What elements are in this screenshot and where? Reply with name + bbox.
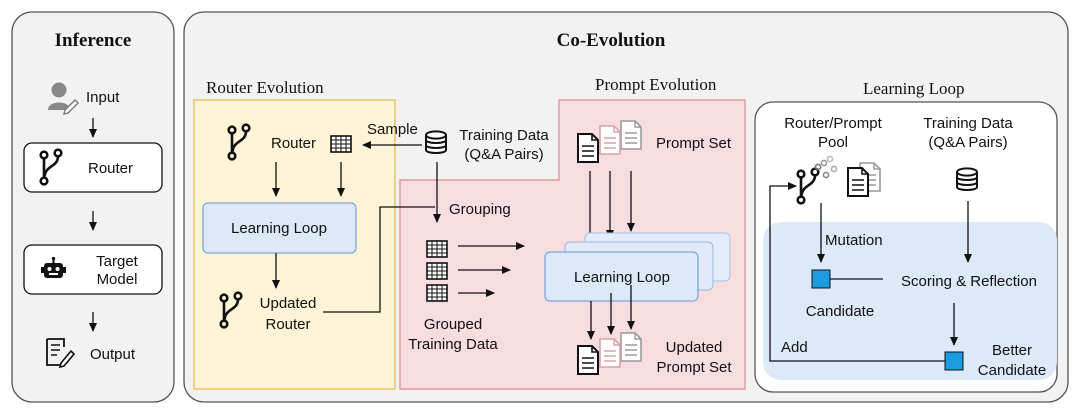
- add-label: Add: [781, 339, 808, 356]
- inference-router-label: Router: [88, 160, 133, 177]
- training-data-line-2: (Q&A Pairs): [464, 146, 543, 163]
- ll-db-icon: [956, 167, 978, 191]
- updated-router-line-2: Router: [265, 316, 310, 333]
- target-model-line-1: Target: [96, 253, 139, 270]
- router-evo-router-label: Router: [271, 135, 316, 152]
- updated-prompt-line-1: Updated: [666, 339, 723, 356]
- prompt-doc-icon: [577, 133, 599, 163]
- updated-prompt-doc-icon-mid: [599, 338, 621, 368]
- better-candidate-square: [944, 351, 964, 371]
- router-learning-loop-box[interactable]: [202, 202, 357, 254]
- mutation-label: Mutation: [825, 232, 883, 249]
- learning-loop-inner: [763, 222, 1057, 380]
- learning-loop-title: Learning Loop: [863, 79, 965, 98]
- updated-router-to-grouping-line: [323, 206, 435, 313]
- grouping-label: Grouping: [449, 201, 511, 218]
- training-data-label: Training Data (Q&A Pairs): [459, 127, 549, 163]
- updated-router-line-1: Updated: [260, 295, 317, 312]
- inference-output-label: Output: [90, 346, 136, 363]
- better-line-1: Better: [992, 342, 1032, 359]
- candidate-label: Candidate: [806, 303, 874, 320]
- user-edit-icon: [48, 82, 79, 115]
- add-feedback-arrow: [769, 182, 945, 362]
- updated-prompt-line-2: Prompt Set: [656, 359, 732, 376]
- training-data-line-1: Training Data: [459, 127, 549, 144]
- better-line-2: Candidate: [978, 362, 1046, 379]
- prompt-doc-icon-back: [620, 120, 642, 150]
- updated-prompt-doc-icon-back: [620, 332, 642, 362]
- ll-training-line-2: (Q&A Pairs): [928, 134, 1007, 151]
- scoring-label: Scoring & Reflection: [901, 273, 1037, 290]
- router-evolution-title: Router Evolution: [206, 78, 324, 97]
- inference-panel: [11, 11, 175, 403]
- pool-branch-icon: [796, 155, 838, 205]
- ll-training-line-1: Training Data: [923, 115, 1013, 132]
- pool-line-1: Router/Prompt: [784, 115, 882, 132]
- prompt-learning-loop-box[interactable]: [544, 251, 699, 302]
- grouped-table-icon-3: [426, 284, 448, 302]
- grouped-table-icon-1: [426, 240, 448, 258]
- target-model-line-2: Model: [97, 271, 138, 288]
- grouped-line-2: Training Data: [408, 336, 498, 353]
- ll-training-data-label: Training Data (Q&A Pairs): [923, 115, 1013, 151]
- router-learning-loop-label: Learning Loop: [231, 220, 327, 237]
- output-edit-icon: [46, 338, 76, 369]
- grouped-table-icon-2: [426, 262, 448, 280]
- prompt-evolution-title: Prompt Evolution: [595, 75, 717, 94]
- inference-input-label: Input: [86, 89, 120, 106]
- inference-title: Inference: [55, 30, 132, 51]
- inference-target-model-box[interactable]: [23, 244, 163, 295]
- training-data-db-icon: [425, 130, 447, 154]
- candidate-square: [811, 269, 831, 289]
- robot-icon: [41, 256, 66, 278]
- prompt-learning-loop-label: Learning Loop: [574, 269, 670, 286]
- grouped-line-1: Grouped: [424, 316, 482, 333]
- pool-doc-icon: [847, 167, 869, 197]
- prompt-set-label: Prompt Set: [656, 135, 732, 152]
- updated-prompt-doc-icon: [577, 345, 599, 375]
- pool-line-2: Pool: [818, 134, 848, 151]
- router-table-icon: [330, 135, 352, 153]
- co-evolution-title: Co-Evolution: [557, 30, 666, 51]
- sample-label: Sample: [367, 121, 418, 138]
- prompt-doc-icon-mid: [599, 125, 621, 155]
